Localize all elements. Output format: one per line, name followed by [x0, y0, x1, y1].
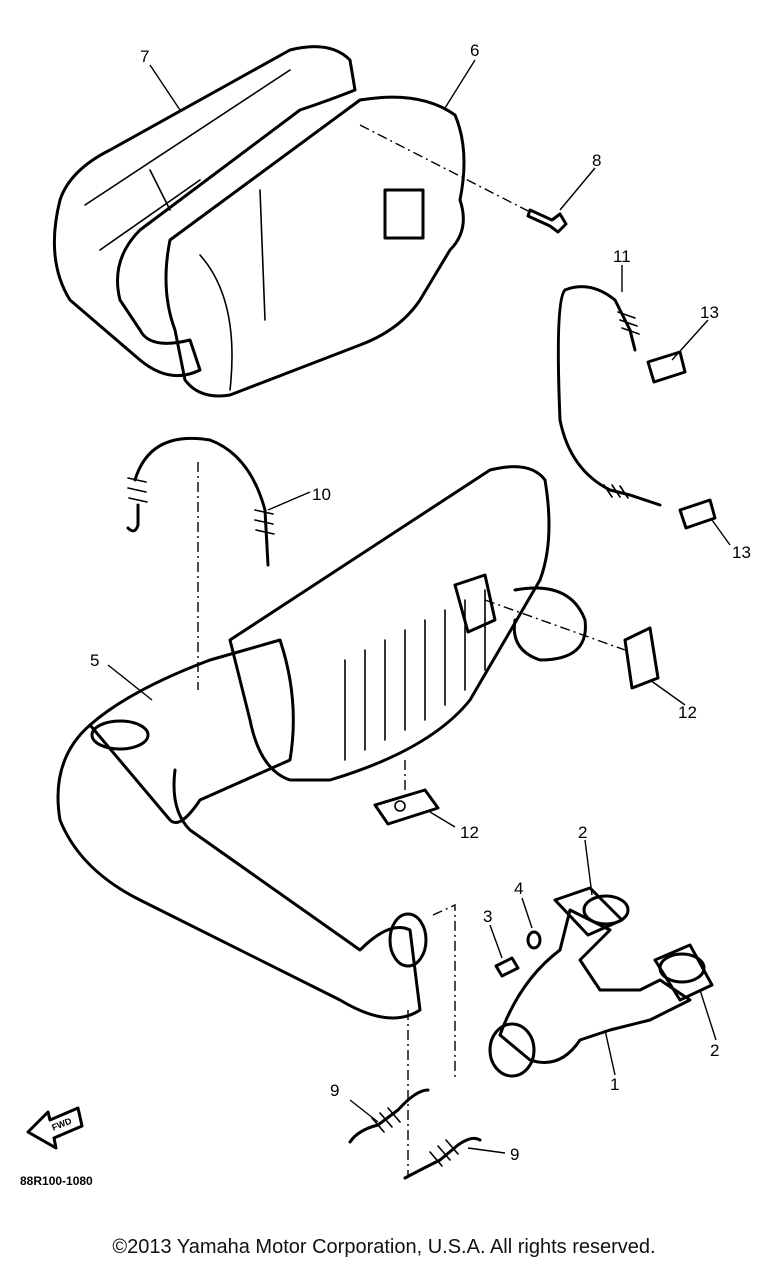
callout-1: 1: [610, 1075, 619, 1094]
copyright-notice: ©2013 Yamaha Motor Corporation, U.S.A. A…: [112, 1236, 656, 1258]
part-1-exhaust-pipe: [488, 886, 714, 1078]
part-11-spring: [556, 285, 662, 507]
callout-3: 3: [483, 907, 492, 926]
part-9-spring-upper: [348, 1088, 430, 1144]
callout-9-lower: 9: [510, 1145, 519, 1164]
callout-8: 8: [592, 151, 601, 170]
callout-12-lower: 12: [460, 823, 479, 842]
part-2-gasket-lower: [658, 952, 706, 984]
part-7-outer-cover: [52, 45, 357, 378]
callout-7: 7: [140, 47, 149, 66]
fwd-arrow-icon: FWD: [26, 1106, 84, 1150]
callout-6: 6: [470, 41, 479, 60]
callout-13-upper: 13: [700, 303, 719, 322]
part-12-gasket-upper: [623, 626, 660, 690]
part-5-muffler: [56, 465, 587, 1020]
callout-11: 11: [613, 247, 631, 266]
part-3-bolt: [494, 956, 520, 978]
callout-10: 10: [312, 485, 331, 504]
part-13-plate-lower: [678, 498, 717, 530]
part-13-plate-upper: [646, 350, 687, 384]
part-4-washer: [526, 930, 542, 950]
part-6-heat-shield: [164, 95, 466, 398]
part-9-spring-lower: [403, 1136, 482, 1180]
callout-12-upper: 12: [678, 703, 697, 722]
callout-13-lower: 13: [732, 543, 751, 562]
part-12-gasket-lower: [373, 788, 440, 826]
part-8-bolt: [526, 208, 568, 234]
callout-4: 4: [514, 879, 523, 898]
callout-9-upper: 9: [330, 1081, 339, 1100]
callout-2-lower: 2: [710, 1041, 719, 1060]
part-2-gasket-upper: [582, 894, 630, 926]
exhaust-exploded-diagram: FWD 7 6 8 11 13 13 10 5 12 12 2 2 4 3 1 …: [20, 41, 751, 1188]
diagram-code: 88R100-1080: [20, 1174, 93, 1188]
part-10-spring: [126, 436, 275, 567]
callout-5: 5: [90, 651, 99, 670]
callout-2-upper: 2: [578, 823, 587, 842]
